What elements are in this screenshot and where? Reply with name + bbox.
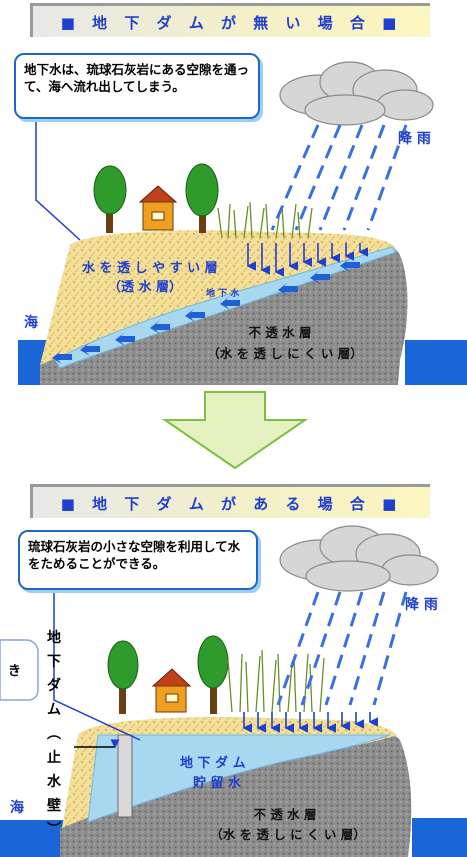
transition-arrow	[161, 391, 309, 470]
bottom-rain-icon	[276, 591, 408, 706]
top-tree-right	[185, 163, 219, 233]
bottom-callout: 琉球石灰岩の小さな空隙を利用して水をためることができる。	[18, 530, 258, 590]
bottom-impermeable-layer	[60, 731, 412, 857]
dam-char: 地	[47, 630, 61, 646]
top-callout-text: 地下水は、琉球石灰岩にある空隙を通って、海へ流れ出してしまう。	[24, 62, 250, 94]
bottom-banner-title: ■ 地 下 ダ ム が あ る 場 合 ■	[60, 495, 403, 513]
side-bubble-char: き	[8, 664, 22, 679]
bottom-rain-label: 降 雨	[405, 597, 438, 613]
dam-char: 水	[47, 774, 61, 790]
bottom-impermeable-label-1: 不 透 水 層	[253, 807, 317, 822]
top-callout-pointer	[35, 118, 81, 241]
top-permeable-label-1: 水 を 透 し や す い 層	[82, 261, 218, 276]
bottom-tree-left	[107, 640, 139, 714]
bottom-infiltration-arrows	[242, 712, 378, 733]
bottom-impermeable-label-2: （水 を 透 し に く い 層）	[210, 827, 366, 842]
top-callout: 地下水は、琉球石灰岩にある空隙を通って、海へ流れ出してしまう。	[14, 53, 260, 119]
top-impermeable-label-2: （水 を 透 し に く い 層）	[207, 346, 363, 361]
bottom-banner: ■ 地 下 ダ ム が あ る 場 合 ■	[30, 484, 430, 518]
bottom-cloud-icon	[279, 525, 439, 592]
reservoir-label-2: 貯 留 水	[193, 776, 242, 791]
top-sea-label: 海	[24, 315, 38, 331]
top-permeable-label-2: （透 水 層）	[108, 280, 183, 295]
top-impermeable-label-1: 不 透 水 層	[248, 325, 312, 340]
top-groundwater-band	[54, 246, 397, 369]
bottom-callout-pointer	[53, 590, 141, 741]
top-rain-icon	[270, 124, 408, 231]
dam-char: ︶	[47, 822, 61, 838]
top-infiltration-arrows	[246, 243, 368, 277]
bottom-grass-icon	[227, 649, 325, 713]
top-cloud-icon	[279, 61, 434, 126]
cutoff-wall	[117, 734, 133, 818]
dam-char: ダ	[47, 678, 61, 694]
top-flow-arrows	[52, 258, 360, 364]
top-groundwater-label: 地 下 水	[206, 289, 240, 299]
top-banner: ■ 地 下 ダ ム が 無 い 場 合 ■	[30, 3, 430, 37]
dam-char: 止	[47, 750, 61, 766]
top-sea-right	[405, 340, 467, 385]
bottom-reservoir	[87, 734, 391, 823]
bottom-sea-label: 海	[10, 800, 24, 816]
top-house-icon	[138, 185, 178, 231]
top-rain-label: 降 雨	[398, 131, 431, 147]
top-tree-left	[93, 165, 127, 233]
top-grass-icon	[217, 201, 313, 239]
dam-char: ム	[47, 702, 61, 718]
top-banner-title: ■ 地 下 ダ ム が 無 い 場 合 ■	[60, 14, 403, 32]
side-bubble	[0, 639, 39, 701]
dam-char: 壁	[47, 798, 61, 814]
bottom-house-icon	[151, 668, 192, 713]
bottom-callout-text: 琉球石灰岩の小さな空隙を利用して水をためることができる。	[28, 539, 241, 571]
bottom-tree-right	[197, 635, 229, 714]
dam-char: 下	[47, 654, 61, 670]
dam-char: ︵	[47, 726, 61, 742]
reservoir-label-1: 地 下 ダ ム	[180, 756, 246, 771]
bottom-sea-right	[412, 818, 467, 857]
